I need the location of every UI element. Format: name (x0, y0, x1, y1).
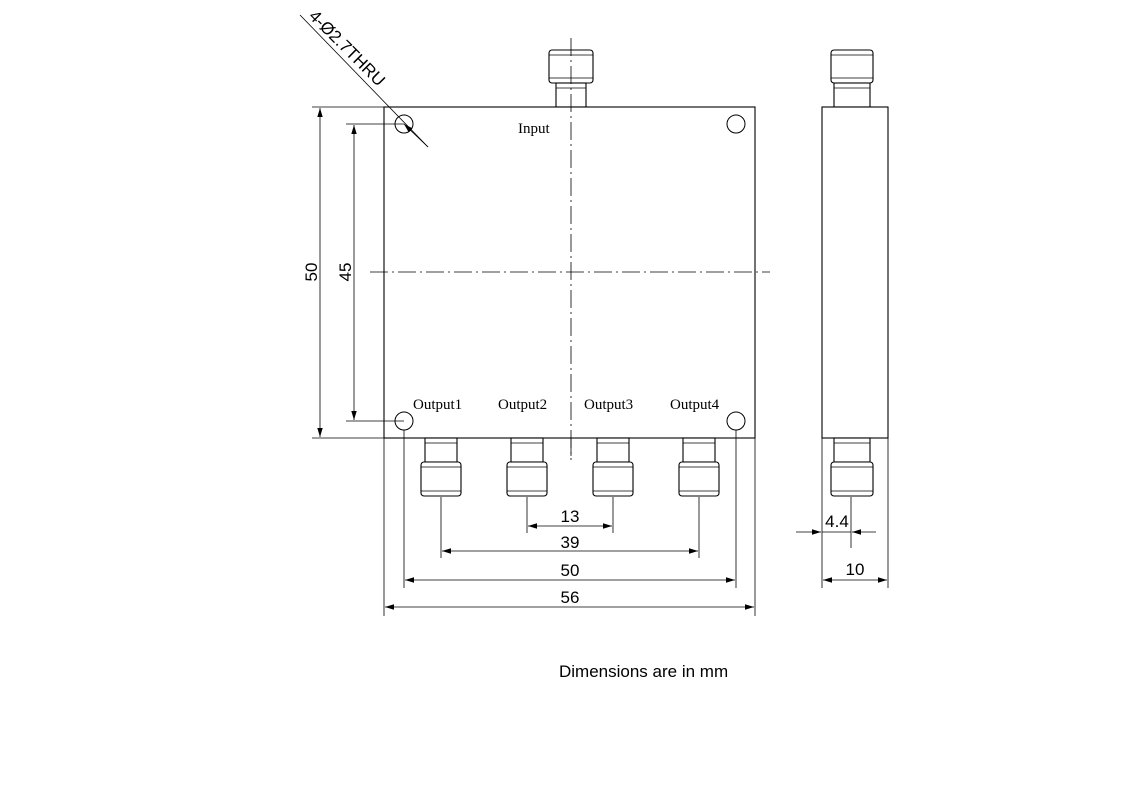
dim-width-overall: 56 (383, 438, 756, 616)
dim-outer-ports-label: 39 (561, 533, 580, 552)
side-output-connector (830, 437, 874, 497)
divider-body-front (383, 106, 756, 439)
dim-width-overall-label: 56 (561, 588, 580, 607)
dim-thickness-label: 10 (846, 560, 865, 579)
dim-thickness: 10 (823, 438, 889, 588)
output2-label: Output2 (498, 397, 547, 413)
mounting-hole-top-right (726, 114, 746, 134)
output3-connector (592, 437, 634, 497)
side-view: 4.4 10 (796, 49, 889, 588)
input-label: Input (518, 121, 550, 137)
output1-connector (420, 437, 462, 497)
hole-callout-label: 4-Ø2.7THRU (305, 6, 389, 90)
side-input-connector (830, 49, 874, 108)
dim-pitch: 13 (526, 497, 614, 533)
dim-pitch-label: 13 (561, 507, 580, 526)
dim-side-offset-label: 4.4 (825, 512, 849, 531)
output2-connector (506, 437, 548, 497)
dim-side-offset: 4.4 (796, 438, 876, 588)
dim-hole-spacing-label: 50 (561, 561, 580, 580)
output3-label: Output3 (584, 397, 633, 413)
dim-outer-ports: 39 (440, 497, 700, 558)
output1-label: Output1 (413, 397, 462, 413)
hole-callout-leader (299, 14, 429, 148)
front-view: 4-Ø2.7THRU Input Output1 Output2 Output3… (299, 6, 770, 616)
dim-height-overall-label: 50 (302, 263, 321, 282)
dim-height-holes-label: 45 (336, 263, 355, 282)
output4-connector (678, 437, 720, 497)
dim-height-overall: 50 (302, 106, 384, 439)
dim-height-holes: 45 (336, 123, 404, 422)
units-note: Dimensions are in mm (559, 662, 728, 681)
divider-body-side (821, 106, 889, 439)
dim-hole-spacing: 50 (403, 430, 737, 588)
output4-label: Output4 (670, 397, 720, 413)
